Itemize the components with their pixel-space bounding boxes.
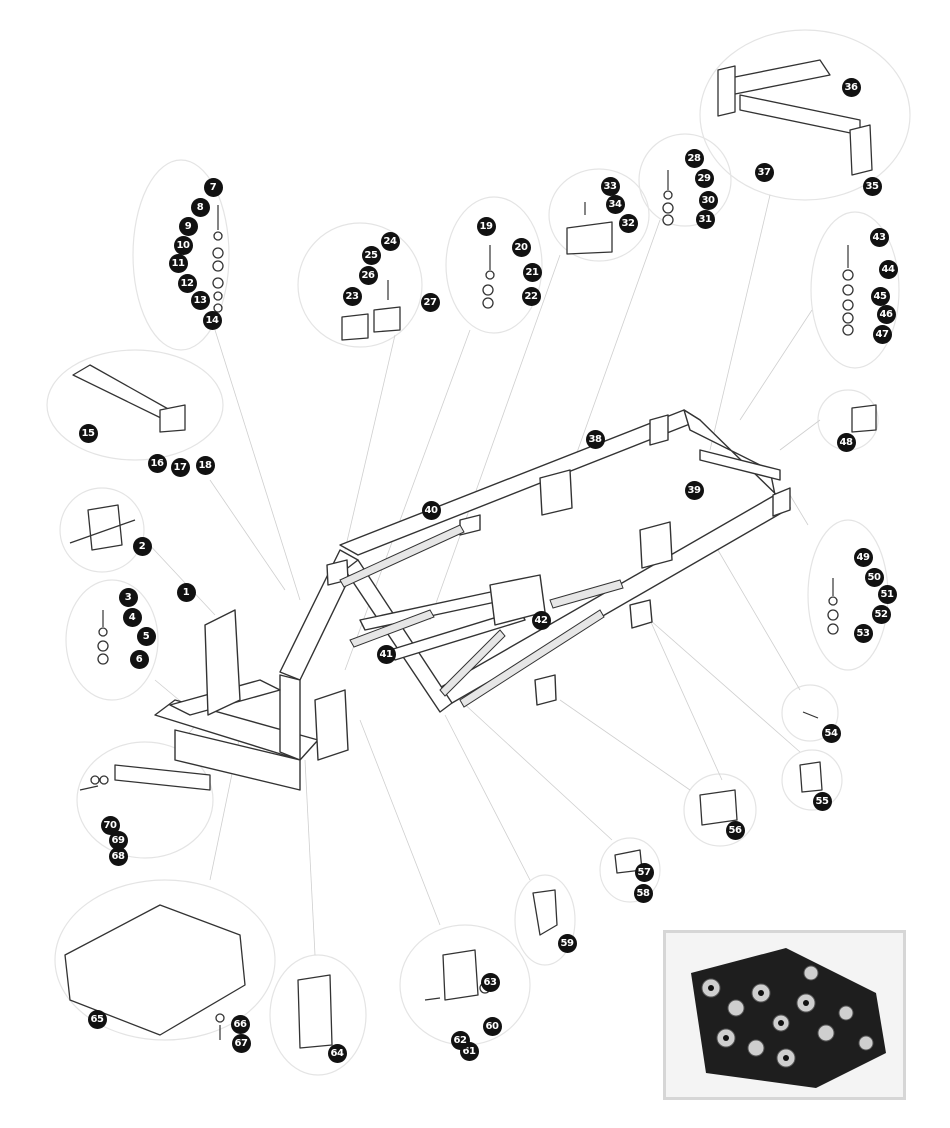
- callout-badge[interactable]: 2: [132, 536, 152, 556]
- callout-badge[interactable]: 18: [195, 455, 215, 475]
- callout-badge[interactable]: 65: [87, 1009, 107, 1029]
- callout-badge[interactable]: 25: [361, 245, 381, 265]
- callout-badge[interactable]: 52: [871, 604, 891, 624]
- callout-badge[interactable]: 11: [168, 253, 188, 273]
- callout-badge[interactable]: 67: [231, 1033, 251, 1053]
- callout-badge[interactable]: 44: [878, 259, 898, 279]
- leader-lines: [144, 194, 821, 956]
- callout-badge[interactable]: 49: [853, 547, 873, 567]
- callout-badge[interactable]: 58: [633, 883, 653, 903]
- callout-badge[interactable]: 56: [725, 820, 745, 840]
- callout-badge[interactable]: 54: [821, 723, 841, 743]
- callout-badge[interactable]: 17: [170, 457, 190, 477]
- callout-badge[interactable]: 36: [841, 77, 861, 97]
- callout-badge[interactable]: 12: [177, 273, 197, 293]
- callout-badge[interactable]: 53: [853, 623, 873, 643]
- callout-badge[interactable]: 60: [482, 1016, 502, 1036]
- bolts: [79, 170, 849, 1040]
- callout-badge[interactable]: 66: [230, 1014, 250, 1034]
- callout-badge[interactable]: 20: [511, 237, 531, 257]
- callout-badge[interactable]: 33: [600, 176, 620, 196]
- callout-badge[interactable]: 27: [420, 292, 440, 312]
- callout-badge[interactable]: 47: [872, 324, 892, 344]
- exploded-parts: [64, 59, 877, 1049]
- callout-badge[interactable]: 8: [190, 197, 210, 217]
- callout-badge[interactable]: 9: [178, 216, 198, 236]
- callout-badge[interactable]: 55: [812, 791, 832, 811]
- callout-badge[interactable]: 43: [869, 227, 889, 247]
- callout-badge[interactable]: 62: [450, 1030, 470, 1050]
- callout-badge[interactable]: 23: [342, 286, 362, 306]
- callout-badge[interactable]: 51: [877, 584, 897, 604]
- callout-badge[interactable]: 45: [870, 286, 890, 306]
- callout-badge[interactable]: 6: [129, 649, 149, 669]
- callout-badge[interactable]: 31: [695, 209, 715, 229]
- callout-badge[interactable]: 13: [190, 290, 210, 310]
- callout-badge[interactable]: 29: [694, 168, 714, 188]
- callout-badge[interactable]: 21: [522, 262, 542, 282]
- callout-badge[interactable]: 5: [136, 626, 156, 646]
- callout-badge[interactable]: 42: [531, 610, 551, 630]
- callout-badge[interactable]: 30: [698, 190, 718, 210]
- callout-badge[interactable]: 19: [476, 216, 496, 236]
- callout-badge[interactable]: 15: [78, 423, 98, 443]
- callout-badge[interactable]: 14: [202, 310, 222, 330]
- callout-badge[interactable]: 38: [585, 429, 605, 449]
- callout-badge[interactable]: 39: [684, 480, 704, 500]
- chassis-frame: [154, 409, 791, 791]
- callout-badge[interactable]: 63: [480, 972, 500, 992]
- callout-badge[interactable]: 16: [147, 453, 167, 473]
- callout-badge[interactable]: 64: [327, 1043, 347, 1063]
- callout-badge[interactable]: 28: [684, 148, 704, 168]
- callout-badge[interactable]: 46: [876, 304, 896, 324]
- callout-badge[interactable]: 50: [864, 567, 884, 587]
- callout-badge[interactable]: 24: [380, 231, 400, 251]
- callout-badge[interactable]: 68: [108, 846, 128, 866]
- callout-badge[interactable]: 34: [605, 194, 625, 214]
- callout-badge[interactable]: 40: [421, 500, 441, 520]
- callout-badge[interactable]: 3: [118, 587, 138, 607]
- callout-badge[interactable]: 1: [176, 582, 196, 602]
- callout-badge[interactable]: 7: [203, 177, 223, 197]
- callout-badge[interactable]: 69: [108, 830, 128, 850]
- callout-badge[interactable]: 35: [862, 176, 882, 196]
- callout-badge[interactable]: 57: [634, 862, 654, 882]
- callout-badge[interactable]: 32: [618, 213, 638, 233]
- callout-badge[interactable]: 4: [122, 607, 142, 627]
- grille-strips: [339, 524, 624, 708]
- callout-badge[interactable]: 22: [521, 286, 541, 306]
- callout-badge[interactable]: 59: [557, 933, 577, 953]
- callout-badge[interactable]: 41: [376, 644, 396, 664]
- callout-badge[interactable]: 48: [836, 432, 856, 452]
- callout-badge[interactable]: 26: [358, 265, 378, 285]
- fixings-kit-panel: [663, 930, 906, 1100]
- fixings-kit-image: [691, 948, 886, 1088]
- callout-badge[interactable]: 10: [173, 235, 193, 255]
- callout-badge[interactable]: 37: [754, 162, 774, 182]
- callout-badge[interactable]: 70: [100, 815, 120, 835]
